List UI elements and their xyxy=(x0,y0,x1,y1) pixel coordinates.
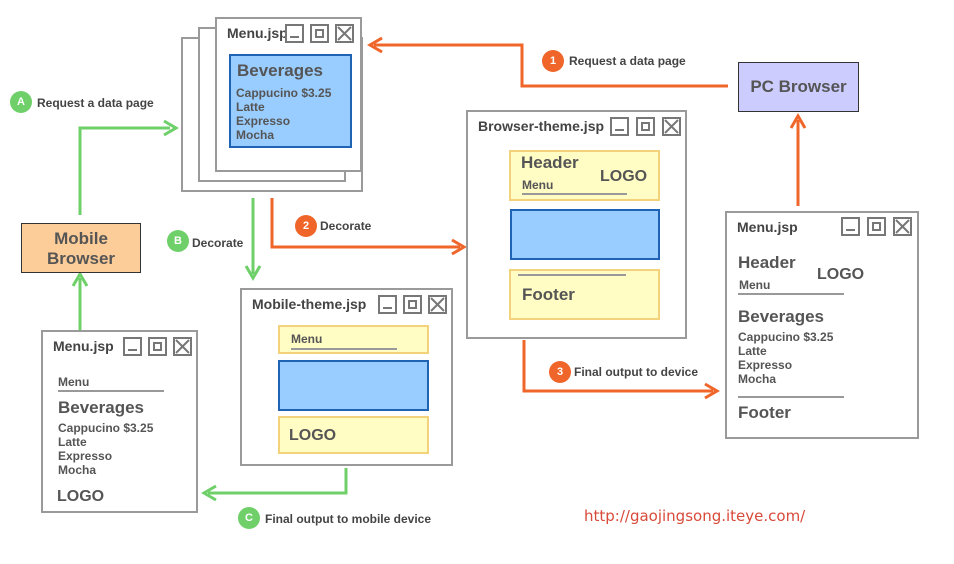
step-b-badge: B xyxy=(167,230,189,252)
source-url[interactable]: http://gaojingsong.iteye.com/ xyxy=(584,507,806,525)
menu-item: Latte xyxy=(738,344,767,358)
browser-theme-window: Browser-theme.jsp Header Menu LOGO Foote… xyxy=(466,110,687,339)
menu-text: Menu xyxy=(58,375,90,389)
step-a-label: Request a data page xyxy=(37,96,154,110)
menu-item: Expresso xyxy=(738,358,793,372)
menu-mobile-window: Menu.jsp Menu Beverages Cappucino $3.25 … xyxy=(41,330,198,513)
logo-block: LOGO xyxy=(278,416,429,454)
menu-item: Latte xyxy=(58,435,87,449)
maximize-icon[interactable] xyxy=(148,337,167,356)
maximize-icon[interactable] xyxy=(636,117,655,136)
menu-text: Menu xyxy=(739,278,771,292)
mobile-browser-label-1: Mobile xyxy=(54,229,108,248)
step-3-label: Final output to device xyxy=(574,365,699,379)
step-1-badge: 1 xyxy=(542,50,564,72)
mobile-browser-label-2: Browser xyxy=(46,249,116,268)
step-c-label: Final output to mobile device xyxy=(265,512,432,526)
logo-text: LOGO xyxy=(57,488,105,505)
content-block xyxy=(510,209,660,260)
header-block: Header Menu LOGO xyxy=(509,150,660,201)
menu-item: Mocha xyxy=(738,372,777,386)
divider xyxy=(58,390,164,392)
divider xyxy=(291,348,397,350)
maximize-icon[interactable] xyxy=(403,295,422,314)
footer-block: Footer xyxy=(509,269,660,320)
maximize-icon[interactable] xyxy=(867,217,886,236)
close-icon[interactable] xyxy=(662,117,681,136)
step-c-badge: C xyxy=(238,507,260,529)
menu-item: Expresso xyxy=(58,449,113,463)
logo-text: LOGO xyxy=(289,427,337,444)
minimize-icon[interactable] xyxy=(610,117,629,136)
step-1-label: Request a data page xyxy=(569,54,686,68)
step-2-label: Decorate xyxy=(320,219,372,233)
menu-block: Menu xyxy=(278,325,429,354)
menu-item: Cappucino $3.25 xyxy=(738,330,834,344)
mobile-browser: Mobile Browser xyxy=(21,223,141,273)
divider xyxy=(522,193,627,195)
window-title: Menu.jsp xyxy=(227,25,288,41)
minimize-icon[interactable] xyxy=(841,217,860,236)
logo-text: LOGO xyxy=(600,168,648,185)
arrow-2 xyxy=(270,198,460,249)
pc-browser: PC Browser xyxy=(738,62,859,112)
step-3-badge: 3 xyxy=(549,361,571,383)
footer-text: Footer xyxy=(522,285,575,304)
header-text: Header xyxy=(521,153,579,172)
arrow-1 xyxy=(374,43,728,88)
menu-item: Cappucino $3.25 xyxy=(58,421,154,435)
window-title: Mobile-theme.jsp xyxy=(252,296,367,312)
mobile-theme-window: Mobile-theme.jsp Menu LOGO xyxy=(240,288,453,466)
content-block: Beverages Cappucino $3.25 Latte Expresso… xyxy=(229,54,352,148)
minimize-icon[interactable] xyxy=(123,337,142,356)
window-title: Browser-theme.jsp xyxy=(478,118,605,134)
close-icon[interactable] xyxy=(335,24,354,43)
content-block xyxy=(278,360,429,411)
menu-stack-window: Menu.jsp Beverages Cappucino $3.25 Latte… xyxy=(215,17,362,172)
minimize-icon[interactable] xyxy=(285,24,304,43)
maximize-icon[interactable] xyxy=(310,24,329,43)
header-text: Header xyxy=(738,253,796,272)
arrow-3 xyxy=(522,340,713,393)
beverages-heading: Beverages xyxy=(738,307,825,326)
window-title: Menu.jsp xyxy=(53,338,114,354)
arrow-a xyxy=(78,126,170,215)
beverages-heading: Beverages xyxy=(58,398,145,417)
menu-item: Cappucino $3.25 xyxy=(236,86,332,100)
beverages-heading: Beverages xyxy=(237,61,324,80)
menu-item: Mocha xyxy=(58,463,97,477)
menu-item: Mocha xyxy=(236,128,275,142)
window-title: Menu.jsp xyxy=(737,219,798,235)
divider xyxy=(518,274,626,276)
menu-pc-window: Menu.jsp Header LOGO Menu Beverages Capp… xyxy=(725,211,919,439)
footer-text: Footer xyxy=(738,403,791,422)
divider xyxy=(738,293,844,295)
divider xyxy=(738,396,844,398)
arrow-c xyxy=(208,468,348,495)
minimize-icon[interactable] xyxy=(378,295,397,314)
step-b-label: Decorate xyxy=(192,236,244,250)
step-2-badge: 2 xyxy=(295,215,317,237)
menu-text: Menu xyxy=(291,332,323,346)
close-icon[interactable] xyxy=(428,295,447,314)
logo-text: LOGO xyxy=(817,266,865,283)
menu-item: Expresso xyxy=(236,114,291,128)
close-icon[interactable] xyxy=(173,337,192,356)
close-icon[interactable] xyxy=(893,217,912,236)
pc-browser-label: PC Browser xyxy=(750,77,847,96)
menu-item: Latte xyxy=(236,100,265,114)
step-a-badge: A xyxy=(10,91,32,113)
menu-text: Menu xyxy=(522,178,554,192)
